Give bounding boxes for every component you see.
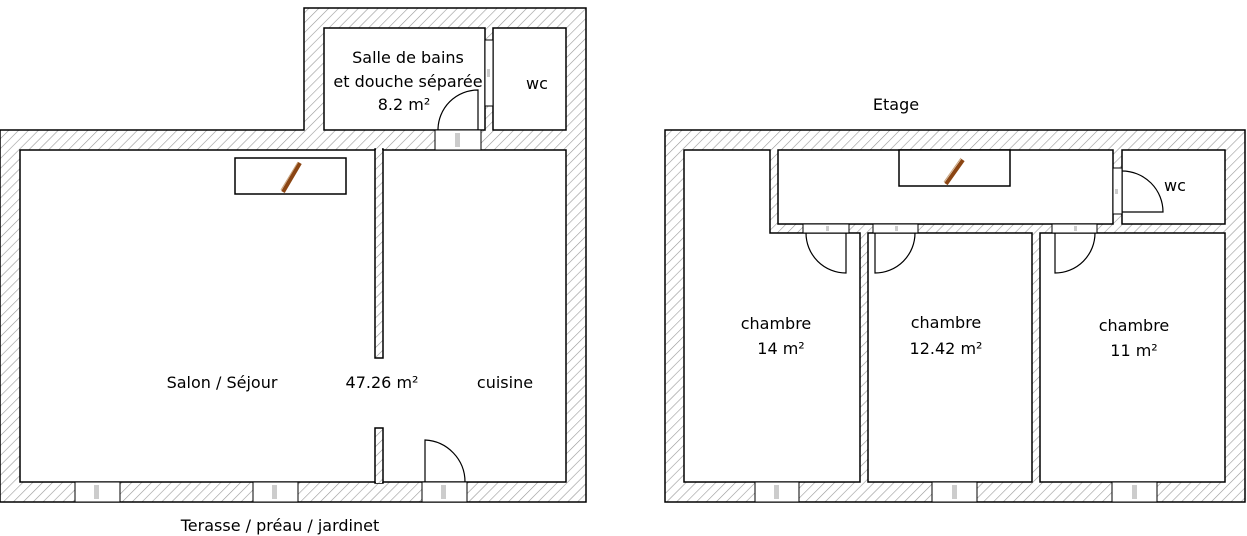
upper-wc-door-icon (1121, 170, 1164, 213)
partition-wall-lower (374, 427, 384, 484)
window-icon (931, 481, 978, 503)
living-kitchen-room (19, 149, 567, 483)
outside-label: Terasse / préau / jardinet (180, 516, 380, 535)
bathroom-label-line1: Salle de bains (352, 48, 464, 67)
window-icon (754, 481, 800, 503)
window-icon (252, 481, 299, 503)
bedroom-3-area: 11 m² (1110, 341, 1157, 360)
bedroom-3-door-icon (1054, 232, 1096, 274)
bedroom-1-label: chambre (741, 314, 812, 333)
partition-wall-upper (374, 148, 384, 359)
wc-room (492, 27, 567, 131)
bedroom-1-door-icon (805, 232, 847, 274)
bathroom-room (323, 27, 486, 131)
bedroom-2-label: chambre (911, 313, 982, 332)
window-icon (1111, 481, 1158, 503)
bathroom-door-icon (437, 89, 479, 131)
bathroom-label-line2: et douche séparée (333, 72, 482, 91)
bedroom-3-label: chambre (1099, 316, 1170, 335)
upper-wc-label: wc (1164, 176, 1186, 195)
kitchen-label: cuisine (477, 373, 533, 392)
upper-floor-title: Etage (873, 95, 919, 114)
upper-stairs-icon (943, 157, 965, 186)
window-icon (74, 481, 121, 503)
bedroom-2-door-icon (874, 232, 916, 274)
bathroom-area: 8.2 m² (378, 95, 431, 114)
upper-floor-plan: Etage wc chambre 14 m² chambre 12.42 m² (664, 95, 1246, 503)
bedroom-3-room (1039, 232, 1226, 483)
bedroom-1-area: 14 m² (757, 339, 804, 358)
ground-floor-plan: Salle de bains et douche séparée 8.2 m² … (0, 7, 587, 535)
bedroom-2-room (867, 232, 1033, 483)
kitchen-door-icon (424, 439, 466, 483)
living-label: Salon / Séjour (167, 373, 278, 392)
wc-label: wc (526, 74, 548, 93)
living-area: 47.26 m² (346, 373, 419, 392)
window-icon (421, 481, 468, 503)
bedroom-2-area: 12.42 m² (910, 339, 983, 358)
stairs-icon (280, 161, 302, 194)
